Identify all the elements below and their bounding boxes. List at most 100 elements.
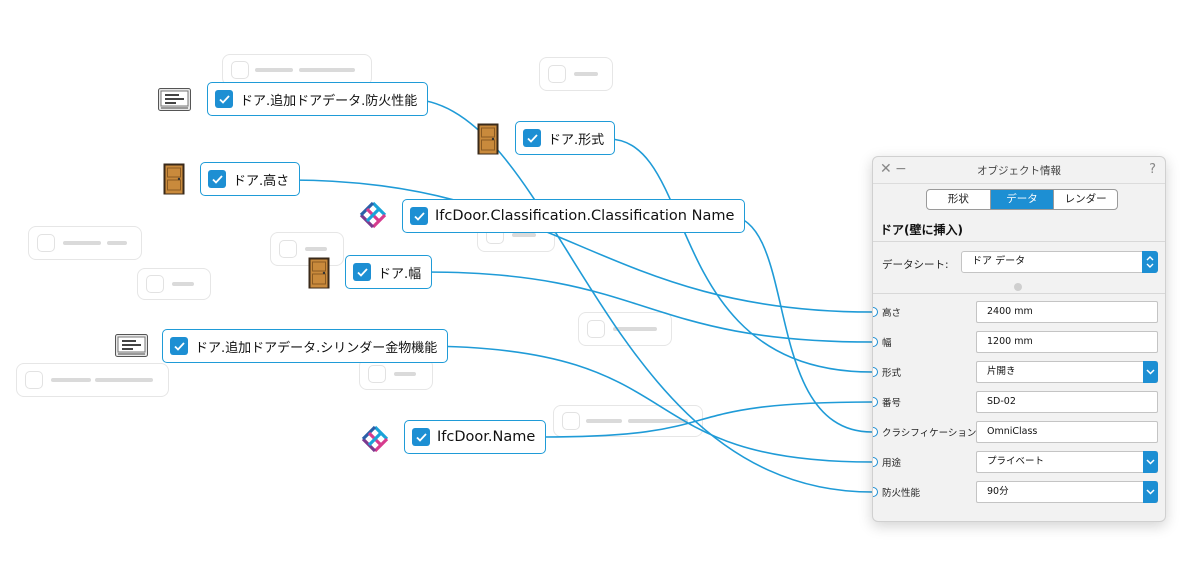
field-row: 防火性能 90分	[873, 480, 1165, 504]
node-label: ドア.高さ	[233, 173, 290, 189]
node-label: ドア.追加ドアデータ.防火性能	[240, 93, 418, 109]
checkbox-checked[interactable]	[410, 207, 428, 225]
label-plate-icon	[115, 334, 148, 357]
close-icon[interactable]: ✕	[880, 161, 892, 177]
node-cylinder[interactable]: ドア.追加ドアデータ.シリンダー金物機能	[162, 329, 449, 363]
door-icon	[477, 123, 499, 155]
panel-titlebar[interactable]: ✕ − オブジェクト情報 ?	[873, 157, 1165, 184]
field-label: 高さ	[882, 308, 902, 319]
datasheet-select[interactable]: ドア データ	[961, 251, 1158, 273]
checkbox-checked[interactable]	[170, 337, 188, 355]
door-icon	[163, 163, 185, 195]
chevron-down-icon	[1143, 361, 1158, 383]
tab-data[interactable]: データ	[990, 190, 1055, 209]
updown-chevron-icon	[1142, 251, 1158, 273]
node-ifc-name[interactable]: IfcDoor.Name	[404, 420, 547, 454]
checkbox-checked[interactable]	[412, 428, 430, 446]
fire-rating-dropdown[interactable]: 90分	[976, 481, 1158, 503]
field-row: 高さ 2400 mm	[873, 300, 1165, 324]
form-dropdown[interactable]: 片開き	[976, 361, 1158, 383]
node-label: ドア.幅	[378, 266, 422, 282]
field-value: OmniClass	[987, 426, 1038, 437]
wire-classification	[727, 215, 873, 433]
tab-bar: 形状 データ レンダー	[926, 189, 1118, 210]
ghost-node	[28, 226, 142, 260]
input-port[interactable]	[873, 367, 878, 377]
usage-dropdown[interactable]: プライベート	[976, 451, 1158, 473]
field-label: 用途	[882, 458, 902, 469]
door-icon	[308, 257, 330, 289]
ifc-logo-icon	[361, 425, 389, 453]
field-value: SD-02	[987, 396, 1016, 407]
field-value: 90分	[987, 486, 1009, 497]
wire-fire-rating	[407, 98, 873, 493]
wire-number	[542, 401, 873, 438]
node-label: ドア.追加ドアデータ.シリンダー金物機能	[195, 340, 438, 356]
wire-width	[424, 271, 873, 343]
minimize-icon[interactable]: −	[895, 161, 907, 177]
ifc-logo-icon	[359, 201, 387, 229]
chevron-down-icon	[1143, 451, 1158, 473]
node-form[interactable]: ドア.形式	[515, 121, 616, 155]
ghost-node	[222, 54, 372, 86]
node-height[interactable]: ドア.高さ	[200, 162, 301, 196]
ghost-node	[553, 405, 703, 437]
input-port[interactable]	[873, 457, 878, 467]
ghost-node	[16, 363, 169, 397]
wire-height	[289, 179, 873, 313]
datasheet-value: ドア データ	[972, 256, 1026, 267]
wire-form	[607, 138, 873, 373]
ghost-node	[539, 57, 613, 91]
field-value: 2400 mm	[987, 306, 1033, 317]
node-width[interactable]: ドア.幅	[345, 255, 433, 289]
checkbox-checked[interactable]	[353, 263, 371, 281]
ghost-node	[578, 312, 672, 346]
ghost-node	[137, 268, 211, 300]
field-label: クラシフィケーション	[882, 428, 977, 439]
object-info-panel: ✕ − オブジェクト情報 ? 形状 データ レンダー ドア(壁に挿入) データシ…	[872, 156, 1166, 522]
input-port[interactable]	[873, 427, 878, 437]
width-field[interactable]: 1200 mm	[976, 331, 1158, 353]
wire-usage	[419, 345, 873, 463]
object-name: ドア(壁に挿入)	[880, 223, 963, 237]
height-field[interactable]: 2400 mm	[976, 301, 1158, 323]
checkbox-checked[interactable]	[523, 129, 541, 147]
number-field[interactable]: SD-02	[976, 391, 1158, 413]
checkbox-checked[interactable]	[215, 90, 233, 108]
label-plate-icon	[158, 88, 191, 111]
field-row: クラシフィケーション OmniClass	[873, 420, 1165, 444]
field-label: 防火性能	[882, 488, 921, 499]
divider	[873, 241, 1165, 242]
datasheet-label: データシート:	[882, 259, 949, 271]
field-value: 1200 mm	[987, 336, 1033, 347]
help-icon[interactable]: ?	[1149, 162, 1156, 177]
input-port[interactable]	[873, 397, 878, 407]
node-label: IfcDoor.Name	[437, 429, 536, 445]
input-port[interactable]	[873, 337, 878, 347]
input-port[interactable]	[873, 307, 878, 317]
node-classification[interactable]: IfcDoor.Classification.Classification Na…	[402, 199, 746, 233]
ghost-node	[270, 232, 344, 266]
field-value: プライベート	[987, 456, 1045, 467]
field-label: 幅	[882, 338, 892, 349]
panel-title: オブジェクト情報	[977, 165, 1061, 177]
field-row: 幅 1200 mm	[873, 330, 1165, 354]
field-label: 番号	[882, 398, 902, 409]
tab-render[interactable]: レンダー	[1064, 193, 1107, 205]
field-row: 番号 SD-02	[873, 390, 1165, 414]
tab-shape[interactable]: 形状	[927, 190, 991, 209]
field-row: 形式 片開き	[873, 360, 1165, 384]
field-row: 用途 プライベート	[873, 450, 1165, 474]
node-label: IfcDoor.Classification.Classification Na…	[435, 208, 735, 224]
classification-field[interactable]: OmniClass	[976, 421, 1158, 443]
field-label: 形式	[882, 368, 902, 379]
checkbox-checked[interactable]	[208, 170, 226, 188]
input-port[interactable]	[873, 487, 878, 497]
node-label: ドア.形式	[548, 132, 605, 148]
chevron-down-icon	[1143, 481, 1158, 503]
divider	[873, 293, 1165, 294]
node-fire-rating[interactable]: ドア.追加ドアデータ.防火性能	[207, 82, 429, 116]
field-value: 片開き	[987, 366, 1016, 377]
splitter-handle[interactable]	[1014, 283, 1022, 291]
